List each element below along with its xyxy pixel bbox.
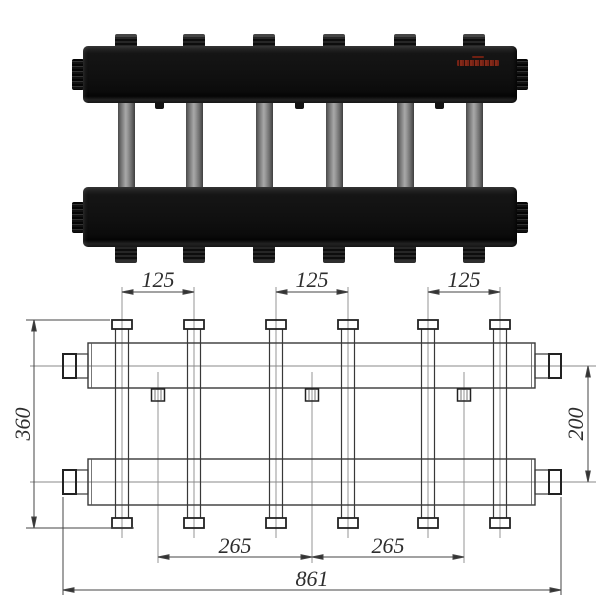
dimension-label-360: 360: [10, 408, 35, 442]
drain-plug: [155, 102, 164, 109]
manifold-outline: [75, 342, 550, 506]
side-port-caps: [62, 353, 562, 495]
dimension-label-265-2: 265: [372, 533, 405, 558]
side-port-right-top: [516, 59, 528, 90]
connecting-pipe: [397, 101, 414, 189]
side-port-right-bottom: [516, 202, 528, 233]
drain-plug: [435, 102, 444, 109]
bottom-port: [115, 247, 137, 263]
supply-beam: [83, 46, 517, 103]
connecting-pipe: [326, 101, 343, 189]
product-photo: [0, 0, 600, 263]
connecting-pipe: [466, 101, 483, 189]
dimension-label-125-1: 125: [142, 267, 175, 292]
dimension-label-125-2: 125: [296, 267, 329, 292]
brand-logo: [457, 60, 499, 66]
bottom-port: [323, 247, 345, 263]
bottom-port: [253, 247, 275, 263]
dimensional-drawing: 125 125 125 265 265 861 360 200: [10, 267, 596, 595]
connecting-pipe: [256, 101, 273, 189]
riser-tubes: [114, 329, 508, 518]
dimension-label-265-1: 265: [219, 533, 252, 558]
return-beam: [83, 187, 517, 247]
brand-logo-dots: [472, 56, 484, 58]
connecting-pipe: [186, 101, 203, 189]
dimension-label-125-3: 125: [448, 267, 481, 292]
drain-plug: [295, 102, 304, 109]
dimension-label-861: 861: [296, 566, 329, 591]
drain-sockets: [150, 388, 472, 402]
side-port-left-top: [72, 59, 84, 90]
dimension-label-200: 200: [563, 408, 588, 441]
side-port-left-bottom: [72, 202, 84, 233]
bottom-port: [183, 247, 205, 263]
bottom-port: [463, 247, 485, 263]
connecting-pipe: [118, 101, 135, 189]
riser-caps: [111, 319, 511, 529]
bottom-port: [394, 247, 416, 263]
dimension-lines: [26, 289, 591, 595]
